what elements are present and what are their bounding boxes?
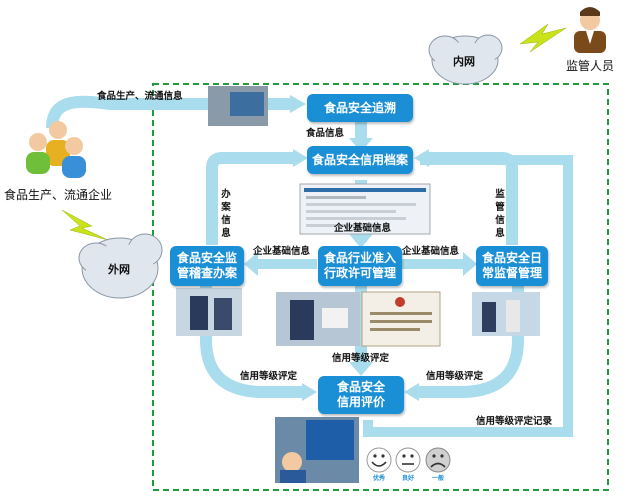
arrow-to-eval xyxy=(349,362,373,376)
rating-good-label: 优秀 xyxy=(372,475,385,482)
lightning-icon xyxy=(519,23,567,53)
node-eval-line1: 食品安全 xyxy=(336,380,385,394)
arrow-to-license xyxy=(349,234,373,248)
node-daily-line1: 食品安全日 xyxy=(481,251,542,265)
flow-inspect-to-archive xyxy=(206,152,295,245)
photo-license xyxy=(276,291,441,347)
arrow-to-inspect xyxy=(244,252,258,276)
photo-daily xyxy=(472,292,540,336)
node-trace-label: 食品安全追溯 xyxy=(323,100,396,115)
arrow-to-archive xyxy=(349,138,373,152)
arrow-inspect-eval xyxy=(302,383,317,401)
arrow-to-daily xyxy=(463,252,477,276)
node-license: 食品行业准入 行政许可管理 xyxy=(318,246,402,286)
flow-enterprise-to-trace xyxy=(46,95,290,129)
arrow-daily-eval xyxy=(404,383,419,401)
label-case-info: 办案信息 xyxy=(221,189,231,239)
node-trace: 食品安全追溯 xyxy=(307,94,413,122)
person-group-icon xyxy=(26,121,86,178)
node-archive-label: 食品安全信用档案 xyxy=(311,152,408,167)
photo-eval xyxy=(275,417,359,483)
cloud-extranet-label: 外网 xyxy=(108,263,130,276)
rating-ok-label: 良好 xyxy=(401,475,414,482)
node-daily-line2: 常监督管理 xyxy=(481,266,542,280)
node-inspect: 食品安全监 管稽查办案 xyxy=(170,246,244,286)
flow-license-to-daily xyxy=(402,259,466,269)
arrow-to-trace xyxy=(290,95,306,113)
actor-regulator: 监管人员 xyxy=(566,59,615,73)
label-enterprise-right: 企业基础信息 xyxy=(402,246,460,257)
node-daily: 食品安全日 常监督管理 xyxy=(476,246,548,286)
actor-enterprise: 食品生产、流通企业 xyxy=(4,188,113,202)
person-icon xyxy=(574,7,606,53)
flow-record-to-archive xyxy=(363,155,573,437)
rating-bad-label: 一般 xyxy=(431,475,444,482)
node-license-line1: 食品行业准入 xyxy=(323,251,396,265)
node-credit-eval: 食品安全 信用评价 xyxy=(318,376,404,414)
arrow-inspect-archive xyxy=(293,149,308,167)
label-credit-right: 信用等级评定 xyxy=(426,371,484,382)
label-enterprise-top: 企业基础信息 xyxy=(334,223,392,234)
photo-archive-screen xyxy=(299,183,431,235)
flow-inspect-to-eval xyxy=(200,285,305,398)
cloud-intranet-label: 内网 xyxy=(453,55,475,68)
node-credit-archive: 食品安全信用档案 xyxy=(307,146,413,174)
node-inspect-line1: 食品安全监 xyxy=(176,251,237,265)
neutral-face-icon xyxy=(395,447,421,473)
label-enterprise-left: 企业基础信息 xyxy=(253,246,311,257)
node-inspect-line2: 管稽查办案 xyxy=(176,266,237,280)
sad-face-icon xyxy=(425,447,451,473)
label-credit-record: 信用等级评定记录 xyxy=(476,416,553,427)
smiley-face-icon xyxy=(366,447,392,473)
node-license-line2: 行政许可管理 xyxy=(323,266,396,280)
flow-daily-to-eval xyxy=(416,285,524,398)
cloud-icon xyxy=(428,34,503,85)
label-supervise-info: 监管信息 xyxy=(495,189,505,239)
photo-inspect xyxy=(176,288,242,336)
cloud-icon xyxy=(78,233,163,299)
node-eval-line2: 信用评价 xyxy=(336,395,385,409)
photo-trace xyxy=(208,86,268,126)
flow-license-to-inspect xyxy=(255,259,317,269)
label-credit-left: 信用等级评定 xyxy=(240,371,298,382)
label-prod-info: 食品生产、流通信息 xyxy=(97,91,183,102)
label-credit-mid: 信用等级评定 xyxy=(332,353,390,364)
lightning-icon xyxy=(61,209,109,241)
flow-trace-to-archive xyxy=(355,120,367,142)
label-food-info: 食品信息 xyxy=(306,128,345,139)
